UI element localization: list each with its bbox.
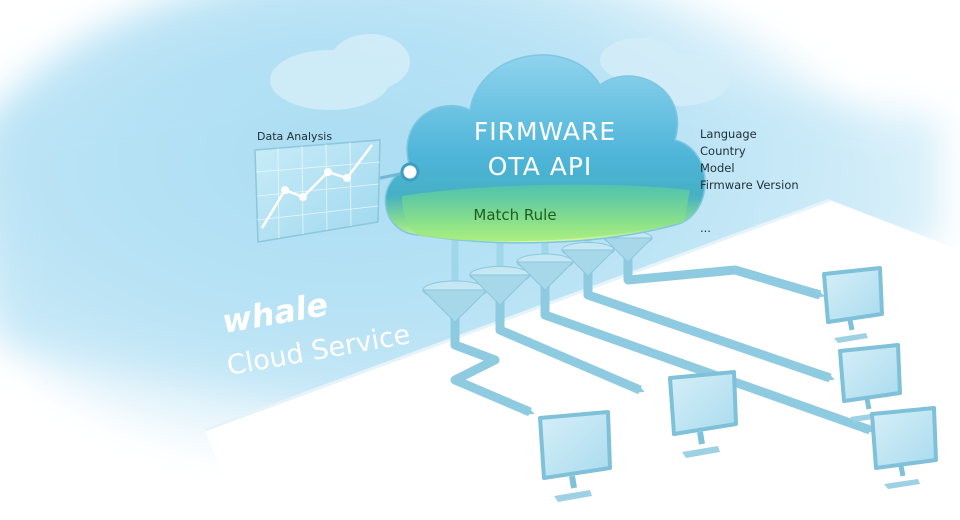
trend-line — [260, 144, 373, 229]
data-analysis-label: Data Analysis — [257, 130, 332, 143]
attribute-language: Language — [700, 127, 757, 141]
monitor-icon — [538, 410, 612, 502]
cloud-title-line1: FIRMWARE — [474, 117, 616, 146]
background-clouds — [270, 34, 730, 110]
monitor-icon — [870, 406, 938, 489]
attribute-model: Model — [700, 161, 735, 175]
trend-points — [281, 168, 351, 201]
data-analysis-panel: Data Analysis — [254, 130, 420, 243]
connector-port-icon — [400, 162, 420, 182]
monitors — [538, 266, 938, 502]
attribute-more: ... — [700, 221, 711, 235]
funnel-icon — [468, 266, 532, 306]
ota-cloud: FIRMWARE OTA API Match Rule — [384, 54, 706, 244]
attribute-firmware-version: Firmware Version — [700, 178, 799, 192]
match-rule-label: Match Rule — [473, 206, 556, 224]
pipe-1 — [450, 300, 535, 417]
funnels — [421, 230, 654, 323]
chart-grid — [255, 141, 381, 239]
funnel-icon — [421, 280, 489, 323]
cloud-title-line2: OTA API — [488, 152, 593, 181]
cloud-band — [402, 184, 690, 242]
match-attributes: Language Country Model Firmware Version … — [700, 127, 799, 235]
monitor-icon — [822, 266, 884, 343]
funnel-icon — [560, 242, 616, 277]
attribute-country: Country — [700, 144, 746, 158]
monitor-icon — [668, 370, 738, 458]
funnel-icon — [515, 253, 575, 291]
floor-edge — [204, 198, 831, 432]
